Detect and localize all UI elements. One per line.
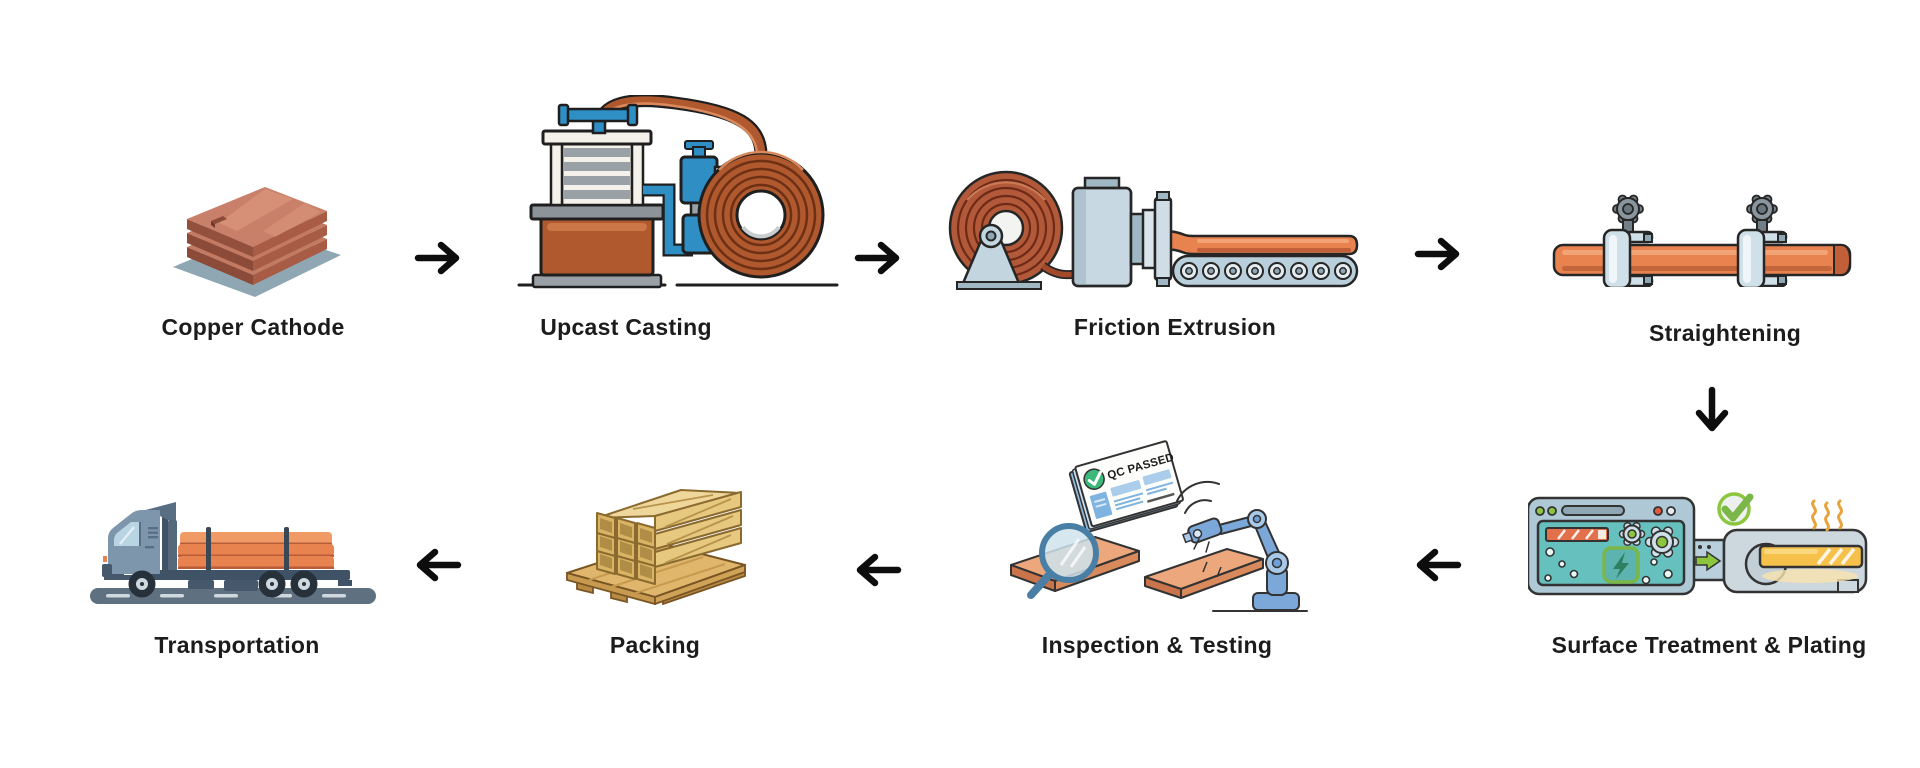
tested-bar xyxy=(1144,548,1264,599)
label-straightening: Straightening xyxy=(1648,320,1802,346)
transfer-arrow-icon xyxy=(1695,550,1722,572)
packing-icon xyxy=(566,489,746,605)
friction-extrusion-icon xyxy=(948,170,1359,290)
gear-icon xyxy=(1644,526,1680,558)
heat-waves-icon xyxy=(1811,499,1843,532)
arrow-right-icon xyxy=(414,240,462,276)
arrow-left-icon xyxy=(1414,547,1462,583)
roller-conveyor xyxy=(1171,254,1359,288)
check-icon xyxy=(1717,492,1754,526)
qc-passed-card: QC PASSED xyxy=(1068,440,1184,533)
label-packing: Packing xyxy=(609,632,701,658)
truck-cab xyxy=(102,510,160,580)
inspection-testing-icon: QC PASSED xyxy=(1010,440,1308,612)
scanner-head xyxy=(1181,517,1223,544)
cargo-strap xyxy=(206,527,211,574)
cargo-strap xyxy=(284,527,289,574)
arrow-left-icon xyxy=(414,547,462,583)
copper-bar-load xyxy=(178,527,334,574)
label-upcast-casting: Upcast Casting xyxy=(540,314,712,340)
truck-wheels xyxy=(128,570,318,598)
station-copper-cathode xyxy=(165,155,345,305)
upcast-casting-icon xyxy=(517,95,839,289)
label-inspection-testing: Inspection & Testing xyxy=(1041,632,1273,658)
treatment-machine xyxy=(1528,496,1696,596)
robot-arm xyxy=(1176,481,1308,612)
station-straightening xyxy=(1550,192,1860,287)
copper-cathode-icon xyxy=(173,187,341,297)
label-transportation: Transportation xyxy=(154,632,320,658)
progress-bar xyxy=(1545,527,1609,542)
coil-stand xyxy=(956,223,1042,290)
transfer-connector xyxy=(1688,538,1726,582)
lightning-icon xyxy=(1613,552,1629,579)
signal-waves-icon xyxy=(1176,481,1220,514)
label-copper-cathode: Copper Cathode xyxy=(161,314,345,340)
cathode-brand-mark xyxy=(211,216,227,228)
arrow-down-icon xyxy=(1694,386,1730,434)
label-surface-treatment: Surface Treatment & Plating xyxy=(1551,632,1867,658)
arrow-right-icon xyxy=(1414,236,1462,272)
label-friction-extrusion: Friction Extrusion xyxy=(1073,314,1277,340)
station-upcast-casting xyxy=(505,95,845,290)
surface-treatment-icon xyxy=(1528,492,1868,596)
casting-tower xyxy=(541,129,653,207)
extrusion-machine xyxy=(1071,176,1173,288)
straightening-icon xyxy=(1552,194,1852,287)
magnifier-icon xyxy=(1027,523,1099,599)
arrow-right-icon xyxy=(854,240,902,276)
station-inspection-testing: QC PASSED xyxy=(1005,425,1315,625)
station-surface-treatment xyxy=(1528,490,1873,602)
station-packing xyxy=(563,485,748,605)
bubbles xyxy=(1544,547,1673,585)
extruded-copper-bar xyxy=(1149,226,1359,256)
crate-stack xyxy=(596,489,742,585)
copper-bar xyxy=(1552,243,1852,277)
cathode-plate-stack xyxy=(187,187,327,285)
station-transportation xyxy=(88,482,378,614)
transportation-icon xyxy=(90,502,376,604)
plating-unit xyxy=(1722,528,1868,594)
station-friction-extrusion xyxy=(945,158,1365,293)
tower-spindle xyxy=(557,103,639,135)
arrow-left-icon xyxy=(854,552,902,588)
casting-furnace-base xyxy=(529,203,665,289)
copper-coil xyxy=(697,150,825,279)
gear-icon xyxy=(1618,521,1646,547)
electro-badge xyxy=(1602,546,1640,584)
flatbed-truck xyxy=(102,502,352,598)
